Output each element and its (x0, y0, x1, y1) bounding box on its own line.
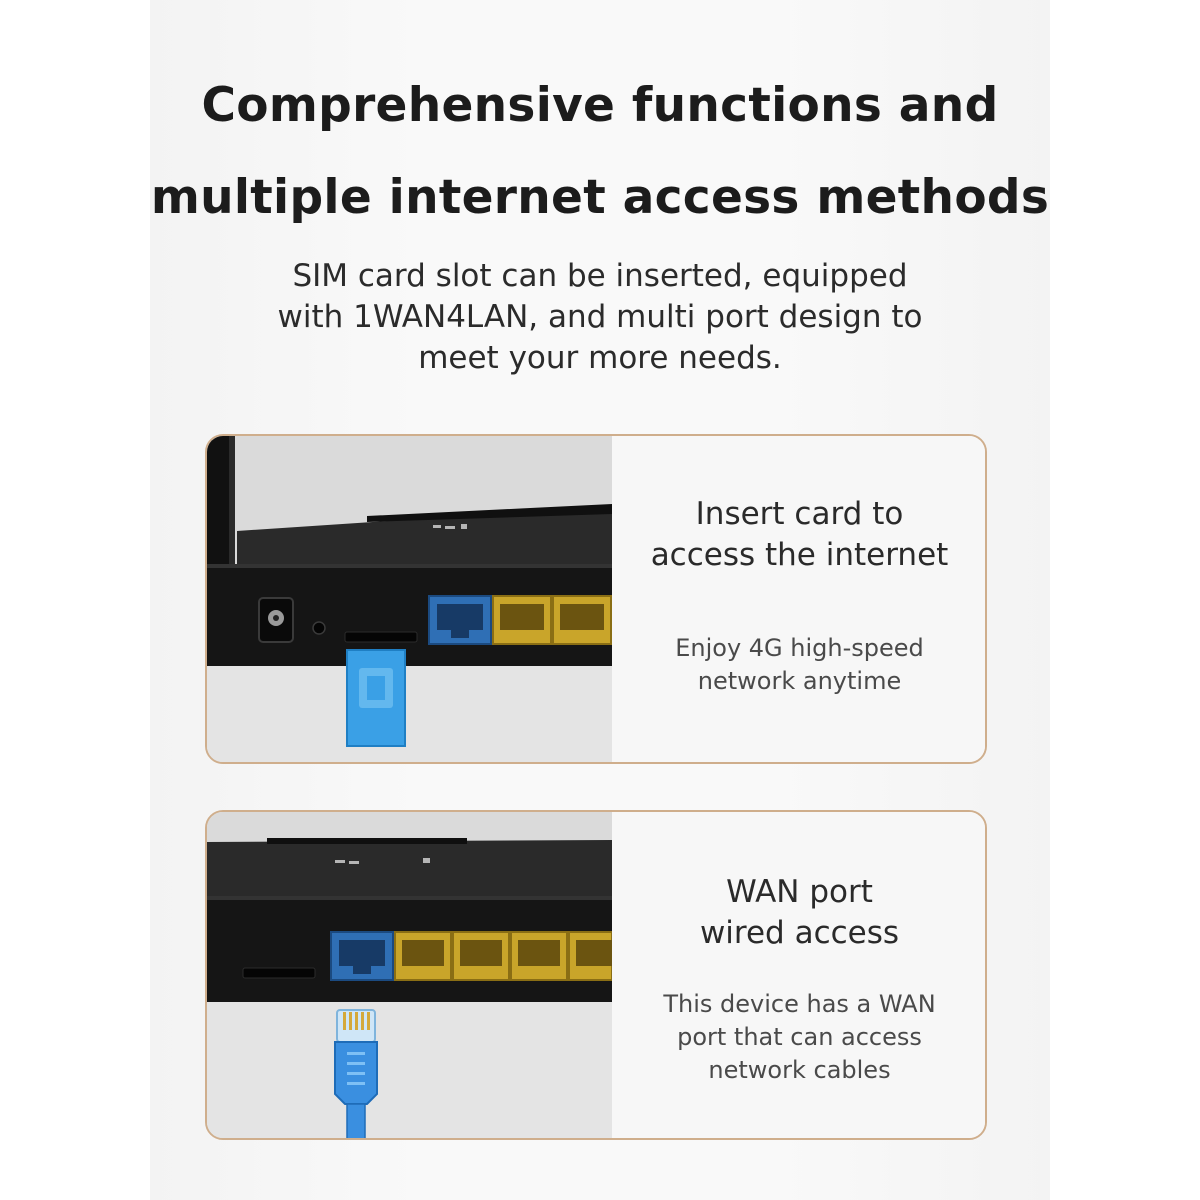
brand-logo-mark (433, 524, 467, 529)
headline-line-2: multiple internet access methods (150, 170, 1050, 225)
card-title: WAN port wired access (699, 874, 900, 951)
lan-ports (394, 931, 612, 981)
wan-port (428, 595, 492, 645)
feature-card-wan-text: WAN port wired access This device has a … (612, 812, 985, 1138)
subtitle-line-1: SIM card slot can be inserted, equipped (292, 258, 908, 294)
feature-card-sim-text: Insert card to access the internet Enjoy… (612, 436, 985, 762)
lan-ports (492, 595, 612, 645)
card-description: Enjoy 4G high-speed network anytime (675, 634, 924, 695)
sim-card-icon (346, 649, 406, 747)
feature-card-sim: Insert card to access the internet Enjoy… (205, 434, 987, 764)
headline-line-1: Comprehensive functions and (201, 78, 999, 133)
subtitle: SIM card slot can be inserted, equipped … (250, 256, 950, 379)
brand-logo-mark (335, 858, 430, 864)
ethernet-cable-icon (334, 1009, 378, 1138)
router-wan-port-photo (207, 812, 612, 1138)
subtitle-line-3: meet your more needs. (418, 340, 782, 376)
feature-card-wan: WAN port wired access This device has a … (205, 810, 987, 1140)
card-description: This device has a WAN port that can acce… (663, 990, 936, 1084)
card-title: Insert card to access the internet (650, 496, 949, 573)
wan-port (330, 931, 394, 981)
router-sim-slot-photo (207, 436, 612, 762)
subtitle-line-2: with 1WAN4LAN, and multi port design to (277, 299, 923, 335)
